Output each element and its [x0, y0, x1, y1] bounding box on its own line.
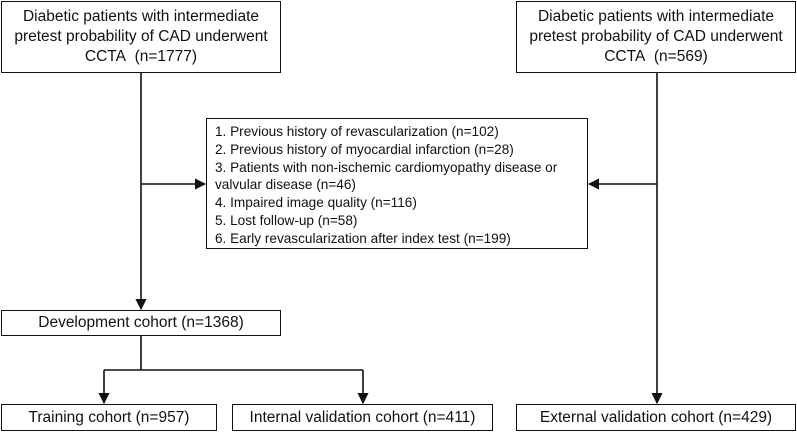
- left-source-line-2: pretest probability of CAD underwent: [14, 28, 268, 45]
- external-validation-cohort-box: External validation cohort (n=429): [516, 404, 796, 431]
- exclusion-item-4: 4. Impaired image quality (n=116): [215, 195, 417, 211]
- external-validation-cohort-label: External validation cohort (n=429): [539, 408, 773, 426]
- left-source-line-1: Diabetic patients with intermediate: [22, 8, 260, 25]
- development-cohort-box: Development cohort (n=1368): [1, 310, 281, 336]
- training-cohort-label: Training cohort (n=957): [28, 408, 190, 426]
- exclusion-item-3: 3. Patients with non-ischemic cardiomyop…: [215, 159, 558, 175]
- internal-validation-cohort-label: Internal validation cohort (n=411): [249, 408, 476, 426]
- right-source-line-1: Diabetic patients with intermediate: [537, 8, 775, 25]
- right-source-line-2: pretest probability of CAD underwent: [529, 28, 783, 45]
- exclusion-item-6: 6. Early revascularization after index t…: [215, 230, 511, 246]
- right-source-box: Diabetic patients with intermediate pret…: [516, 1, 796, 73]
- training-cohort-box: Training cohort (n=957): [1, 404, 217, 431]
- development-cohort-label: Development cohort (n=1368): [38, 314, 244, 331]
- internal-validation-cohort-box: Internal validation cohort (n=411): [232, 404, 493, 431]
- left-source-box: Diabetic patients with intermediate pret…: [1, 1, 281, 73]
- exclusion-item-3-continued: valvular disease (n=46): [215, 177, 356, 193]
- left-source-line-3: CCTA (n=1777): [84, 48, 198, 65]
- exclusion-item-5: 5. Lost follow-up (n=58): [215, 212, 358, 228]
- exclusion-item-2: 2. Previous history of myocardial infarc…: [215, 141, 514, 157]
- right-source-line-3: CCTA (n=569): [604, 48, 708, 65]
- exclusion-item-1: 1. Previous history of revascularization…: [215, 124, 499, 139]
- exclusion-criteria-box: 1. Previous history of revascularization…: [206, 118, 588, 249]
